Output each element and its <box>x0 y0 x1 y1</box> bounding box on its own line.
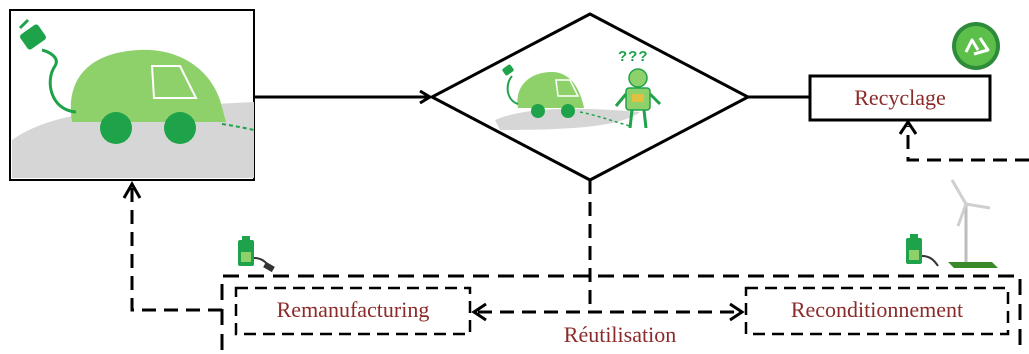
robot-question-icon <box>614 68 662 129</box>
recycle-badge-icon <box>952 22 1000 70</box>
recycling-box <box>808 74 992 122</box>
dashed-to-source <box>130 188 222 312</box>
electric-car-icon <box>12 18 255 178</box>
arrowhead-source <box>122 180 142 199</box>
ev-source-box <box>9 9 255 181</box>
battery-plug-icon <box>906 234 939 267</box>
remanufacturing-box <box>234 286 472 336</box>
wind-turbine-icon <box>948 179 998 268</box>
recycling-label: Recyclage <box>854 85 946 110</box>
arrowhead-remanufacturing <box>471 302 487 322</box>
arrowhead-recycling <box>898 119 918 135</box>
decision-diamond <box>428 12 752 182</box>
reconditioning-label: Reconditionnement <box>790 297 964 322</box>
battery-plug-icon <box>238 236 275 273</box>
electric-car-icon <box>495 64 640 130</box>
arrowhead-reconditioning <box>729 302 745 322</box>
dashed-to-recycling <box>906 126 1029 162</box>
remanufacturing-label: Remanufacturing <box>276 297 430 322</box>
reuse-label: Réutilisation <box>563 322 677 347</box>
reconditioning-box <box>744 286 1010 336</box>
question-marks: ??? <box>618 48 649 65</box>
reuse-outer-box <box>220 274 1022 350</box>
